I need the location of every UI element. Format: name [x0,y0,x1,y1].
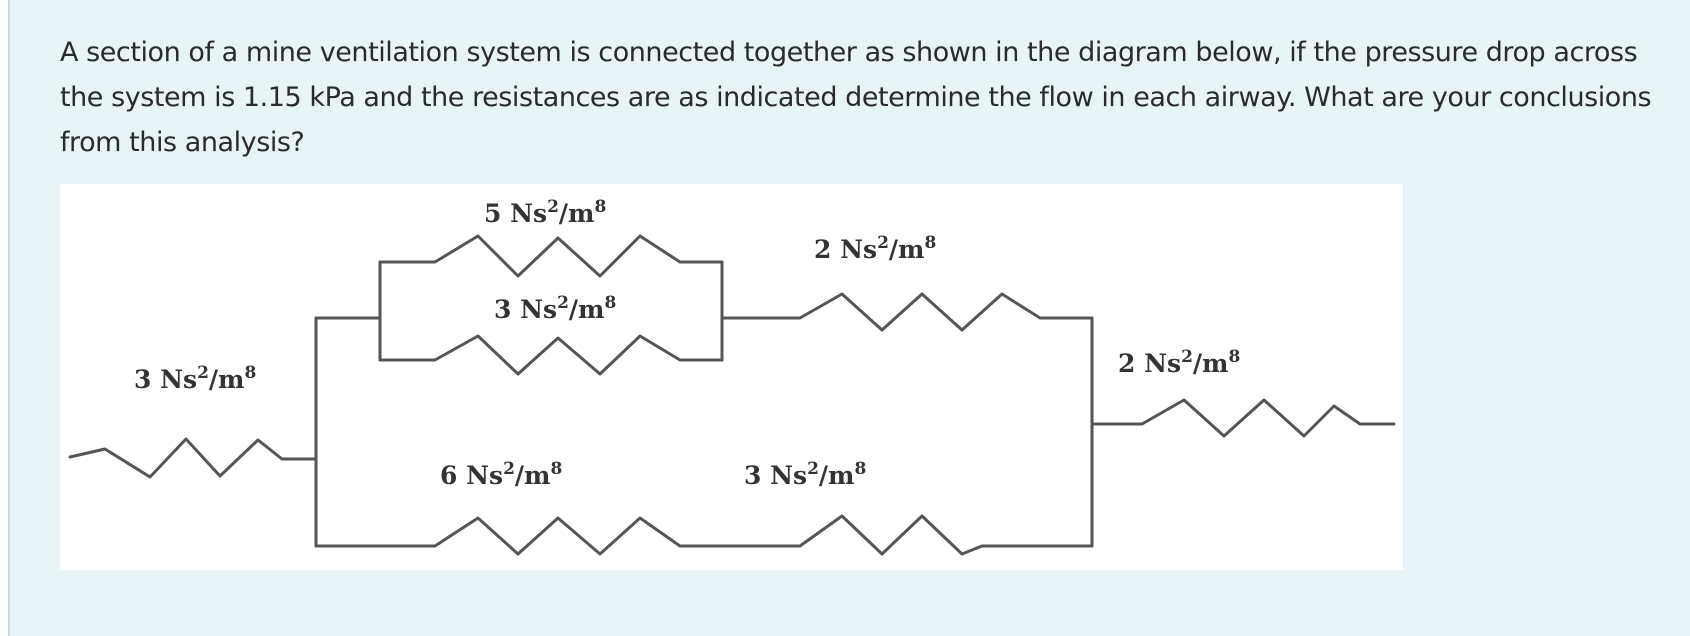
label-inlet: 3 Ns2/m8 [134,363,256,394]
label-outlet: 2 Ns2/m8 [1118,347,1240,378]
resistor-inlet [68,437,318,479]
resistor-upper-top [378,234,724,278]
label-upper-right: 2 Ns2/m8 [814,233,936,264]
label-lower-left: 6 Ns2/m8 [440,459,562,490]
label-upper-middle: 3 Ns2/m8 [494,293,616,324]
label-lower-right: 3 Ns2/m8 [744,459,866,490]
resistor-upper-right [720,292,1094,332]
question-panel: A section of a mine ventilation system i… [8,0,1690,636]
resistor-lower-left [314,516,767,556]
resistor-outlet [1090,398,1396,438]
ventilation-network-diagram: 3 Ns2/m8 5 Ns2/m8 3 Ns2/m8 2 Ns2/m8 6 Ns… [60,184,1403,570]
resistor-lower-right [763,514,1094,556]
question-text: A section of a mine ventilation system i… [60,37,1652,158]
resistor-upper-middle [378,334,724,376]
label-upper-top: 5 Ns2/m8 [484,197,606,228]
